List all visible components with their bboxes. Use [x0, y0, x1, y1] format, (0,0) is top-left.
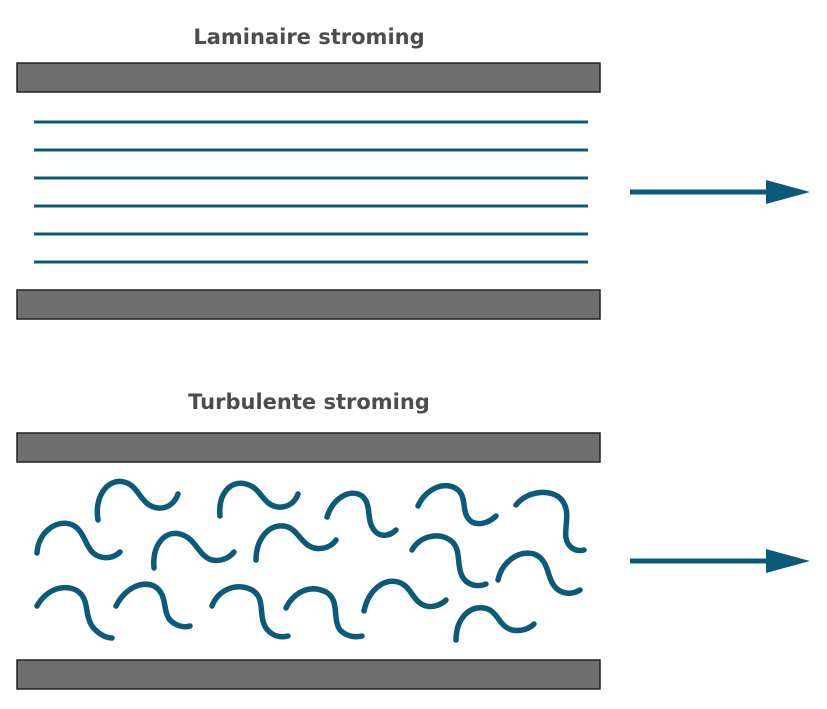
eddy	[209, 584, 291, 640]
turbulent-flow-title: Turbulente stroming	[188, 390, 430, 414]
turbulent-top-plate	[16, 432, 601, 463]
eddy	[113, 581, 193, 630]
turbulent-eddies	[34, 478, 587, 643]
eddy	[253, 523, 339, 563]
turbulent-section	[16, 432, 810, 690]
right-arrow-icon	[630, 180, 810, 204]
eddy	[217, 480, 301, 519]
eddy	[453, 605, 537, 643]
eddy	[409, 533, 489, 589]
eddy	[283, 586, 365, 640]
eddy	[361, 578, 449, 614]
eddy	[415, 483, 499, 527]
eddy	[324, 490, 399, 538]
eddy	[34, 520, 123, 561]
eddy	[151, 530, 237, 571]
eddy	[513, 489, 587, 554]
laminar-streamlines	[34, 120, 588, 264]
laminar-bottom-plate	[16, 289, 601, 320]
laminar-section	[16, 62, 810, 320]
eddy	[495, 550, 583, 596]
turbulent-bottom-plate	[16, 659, 601, 690]
laminar-flow-title: Laminaire stroming	[193, 25, 425, 49]
right-arrow-icon	[630, 549, 810, 573]
eddy	[34, 584, 115, 641]
eddy	[94, 478, 181, 523]
laminar-top-plate	[16, 62, 601, 93]
